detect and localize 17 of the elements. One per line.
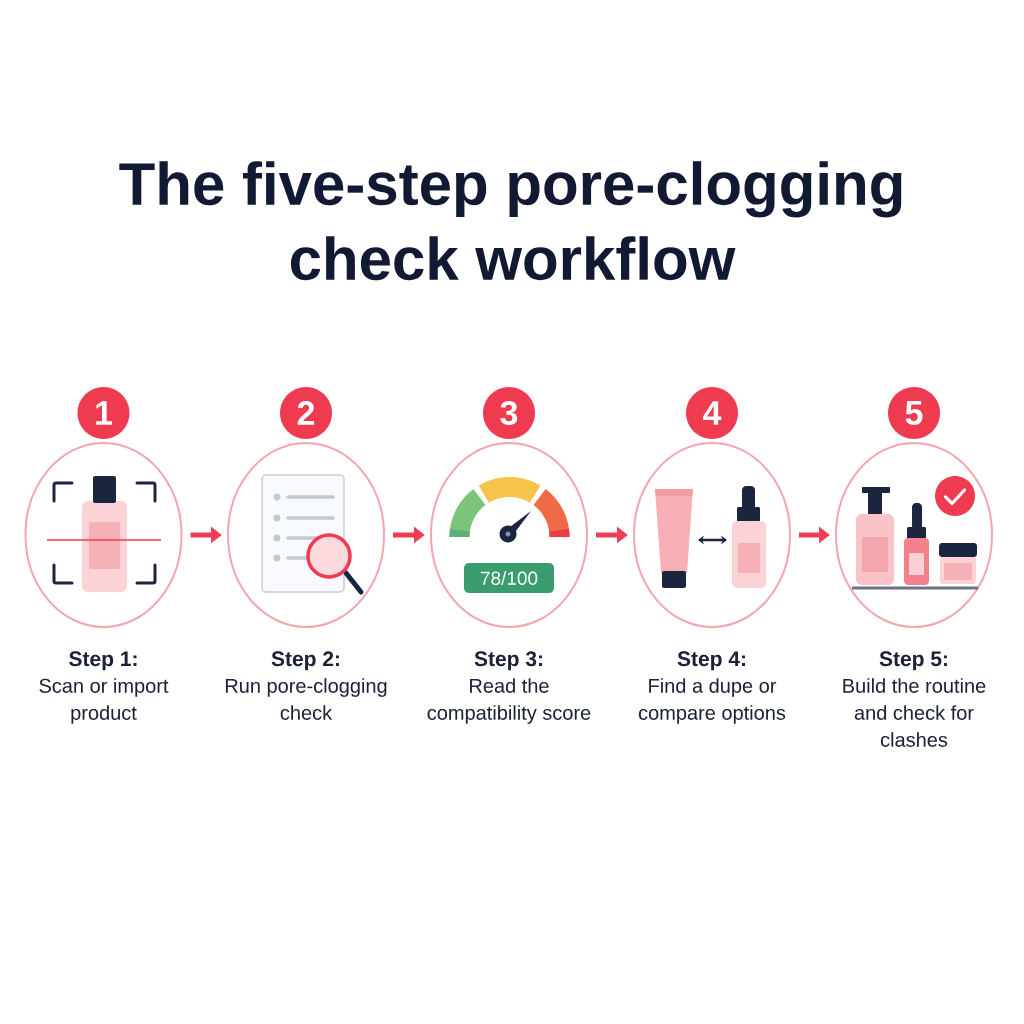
- step-description: Find a dupe or compare options: [638, 678, 786, 724]
- step-heading: Step 2:: [271, 651, 339, 671]
- step-description: Build the routine and check for clashes: [843, 678, 986, 747]
- number-badge: 2: [280, 387, 332, 439]
- number-badge: 5: [888, 387, 940, 439]
- step-heading: Step 4:: [677, 651, 745, 671]
- score-badge: 78/100: [464, 563, 554, 593]
- number-badge: 4: [686, 387, 738, 439]
- step-description: Read the compatibility score: [427, 678, 591, 724]
- number-badge: 1: [77, 387, 130, 439]
- step-description: Scan or import product: [39, 678, 169, 724]
- step-description: Run pore-clogging check: [225, 678, 387, 720]
- step-heading: Step 3:: [474, 651, 542, 671]
- title: The five-step pore-clogging check workflow: [119, 161, 902, 281]
- step-heading: Step 5:: [879, 651, 947, 671]
- number-badge: 3: [483, 387, 535, 439]
- step-heading: Step 1:: [69, 651, 137, 671]
